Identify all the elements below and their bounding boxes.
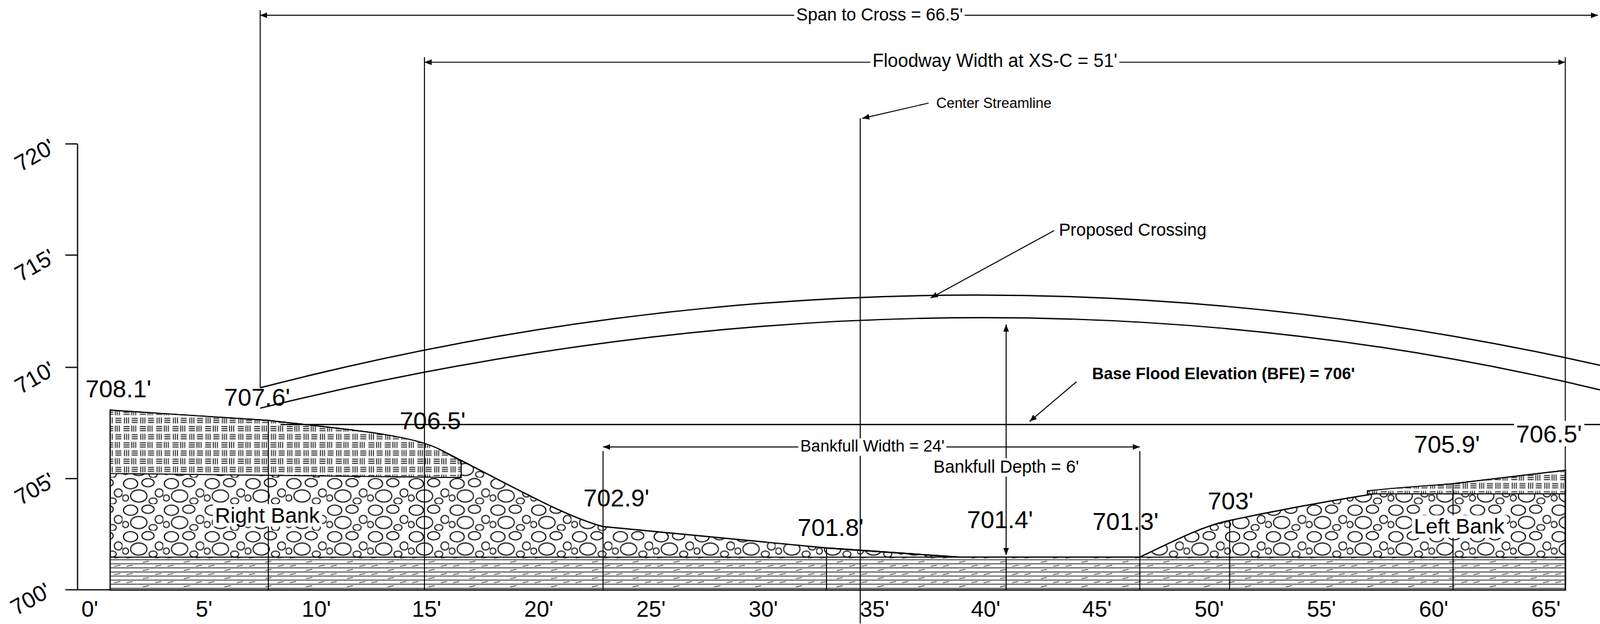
- elevation-axis-label: 710': [10, 356, 60, 398]
- cobble-layer: [110, 409, 1566, 590]
- elevation-axis-label: 715': [10, 244, 60, 286]
- station-axis-label: 15': [411, 597, 442, 621]
- station-axis-label: 35': [859, 597, 890, 621]
- drawing-label: 708.1': [85, 376, 152, 403]
- station-axis-label: 5': [195, 597, 213, 621]
- station-axis-label: 65': [1531, 597, 1561, 621]
- station-axis-label: 25': [636, 597, 667, 621]
- dimension-lines: [260, 10, 1599, 624]
- drawing-label: 702.9': [583, 485, 650, 512]
- drawing-label: Span to Cross = 66.5': [793, 6, 965, 25]
- drawing-label: 703': [1208, 488, 1254, 515]
- elevation-axis-label: 700': [6, 578, 55, 620]
- drawing-label: 701.4': [966, 506, 1033, 533]
- station-axis-label: 60': [1419, 597, 1449, 621]
- station-axis-label: 40': [971, 597, 1001, 621]
- topsoil-layer: [1367, 470, 1566, 494]
- station-axis-label: 55': [1307, 597, 1337, 621]
- proposed-crossing: [260, 317, 1600, 409]
- elevation-axis-label: 720': [10, 134, 60, 176]
- channel-bed-layer: [110, 557, 1566, 590]
- ground-surface: [826, 548, 960, 558]
- elevation-axis-label: 705': [10, 468, 60, 510]
- station-axis-label: 45': [1082, 597, 1112, 621]
- drawing-label: 701.3': [1092, 508, 1159, 535]
- drawing-label: Base Flood Elevation (BFE) = 706': [1091, 365, 1355, 383]
- station-axis-label: 30': [748, 597, 779, 621]
- proposed-crossing: [260, 294, 1600, 388]
- drawing-label: Right Bank: [212, 503, 322, 527]
- base-flood-elevation-line: [280, 423, 1600, 426]
- drawing-label: Proposed Crossing: [1058, 221, 1207, 240]
- drawing-label: 706.5': [399, 407, 466, 434]
- drawing-label: Left Bank: [1411, 515, 1507, 538]
- drawing-label: 707.6': [224, 384, 290, 410]
- drawing-label: Bankfull Depth = 6': [931, 458, 1081, 477]
- station-axis-label: 20': [523, 597, 554, 621]
- drawing-label: Center Streamline: [936, 95, 1052, 111]
- station-lines: [268, 67, 1566, 591]
- drawing-label: 706.5': [1513, 420, 1584, 447]
- drawing-label: Bankfull Width = 24': [798, 438, 947, 456]
- drawing-label: Floodway Width at XS-C = 51': [870, 51, 1120, 72]
- drawing-label: 701.8': [797, 514, 864, 541]
- elevation-axis: [65, 144, 1566, 591]
- drawing-label: 705.9': [1413, 431, 1480, 457]
- station-axis-label: 50': [1194, 597, 1224, 621]
- station-axis-label: 0': [81, 597, 99, 621]
- station-axis-label: 10': [301, 597, 331, 621]
